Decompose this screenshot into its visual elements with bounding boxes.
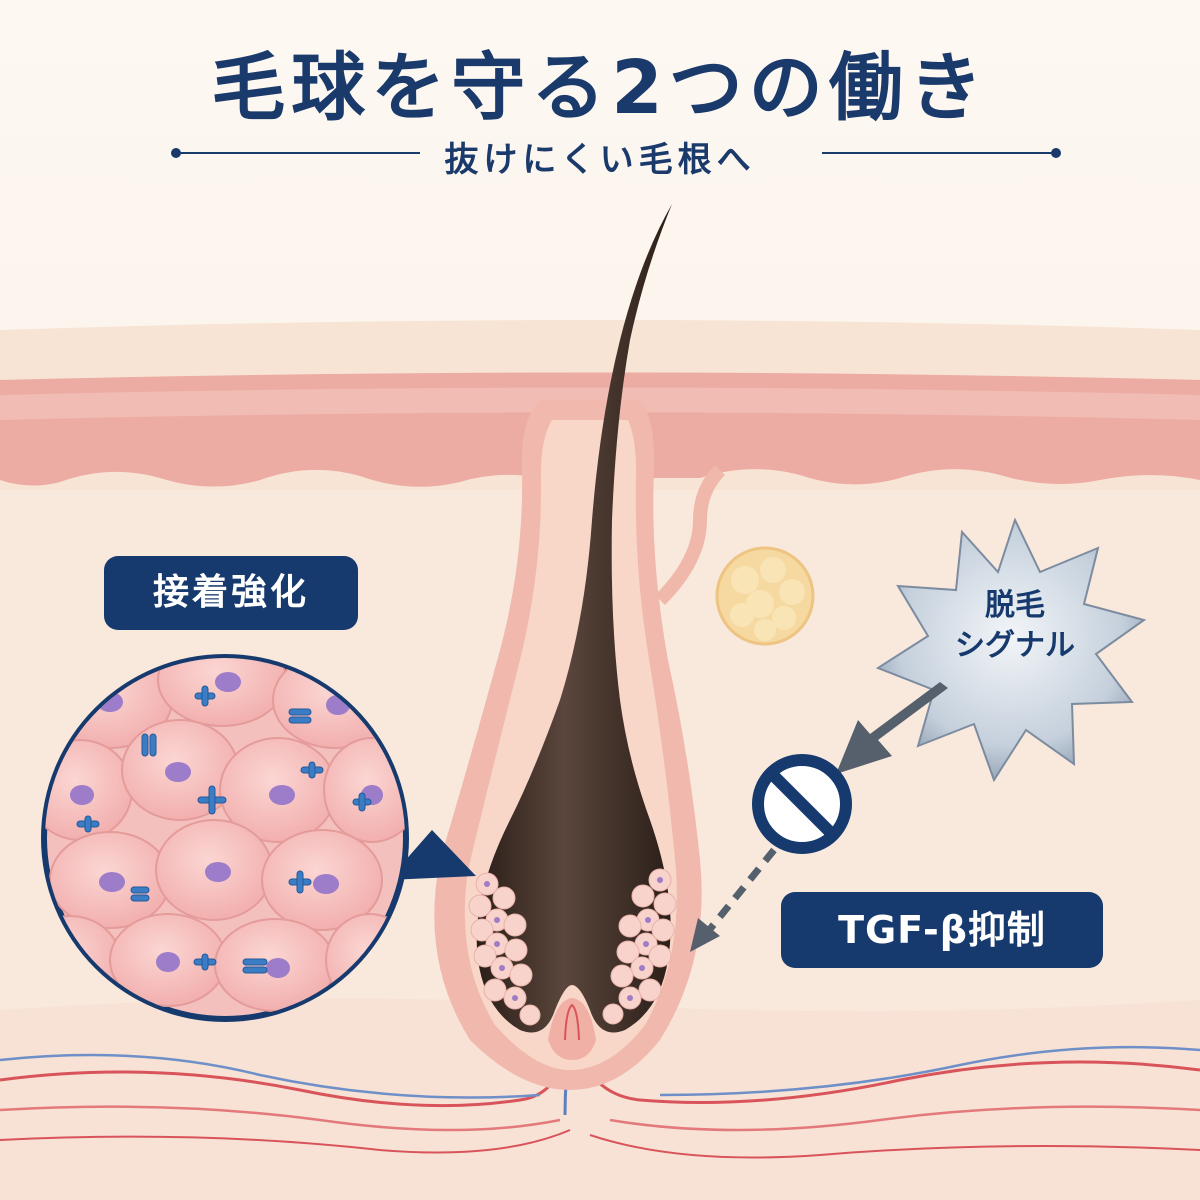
signal-arrow bbox=[836, 682, 948, 774]
sebaceous-gland bbox=[655, 465, 815, 646]
papilla-capillary bbox=[564, 1003, 580, 1041]
inhibition-arrowhead bbox=[690, 918, 720, 952]
tgf-beta-label: TGF-β抑制 bbox=[781, 892, 1103, 968]
cell-nuclei bbox=[70, 672, 383, 978]
dermal-papilla bbox=[548, 998, 596, 1060]
hair-loss-signal-label: 脱毛 シグナル bbox=[900, 586, 1130, 666]
signal-label-line1: 脱毛 bbox=[985, 588, 1045, 623]
blood-vessels bbox=[0, 1039, 1200, 1159]
junction-proteins bbox=[76, 685, 372, 974]
bulb-cells-left bbox=[468, 872, 541, 1026]
prohibition-icon bbox=[752, 754, 852, 854]
bulb-cells-right bbox=[602, 868, 677, 1025]
adhesion-label: 接着強化 bbox=[104, 556, 358, 630]
subtitle-rule-left-dot bbox=[171, 148, 181, 158]
magnified-cell-view bbox=[41, 654, 409, 1022]
page-title: 毛球を守る2つの働き bbox=[211, 45, 989, 131]
hair-shaft bbox=[476, 204, 672, 1033]
subtitle-rule-right-dot bbox=[1051, 148, 1061, 158]
magnifier-pointer bbox=[388, 830, 476, 880]
inhibition-dashed-arrow bbox=[703, 847, 777, 937]
signal-label-line2: シグナル bbox=[955, 628, 1075, 663]
starburst-icon bbox=[875, 517, 1147, 783]
page-subtitle: 抜けにくい毛根へ bbox=[444, 140, 756, 180]
